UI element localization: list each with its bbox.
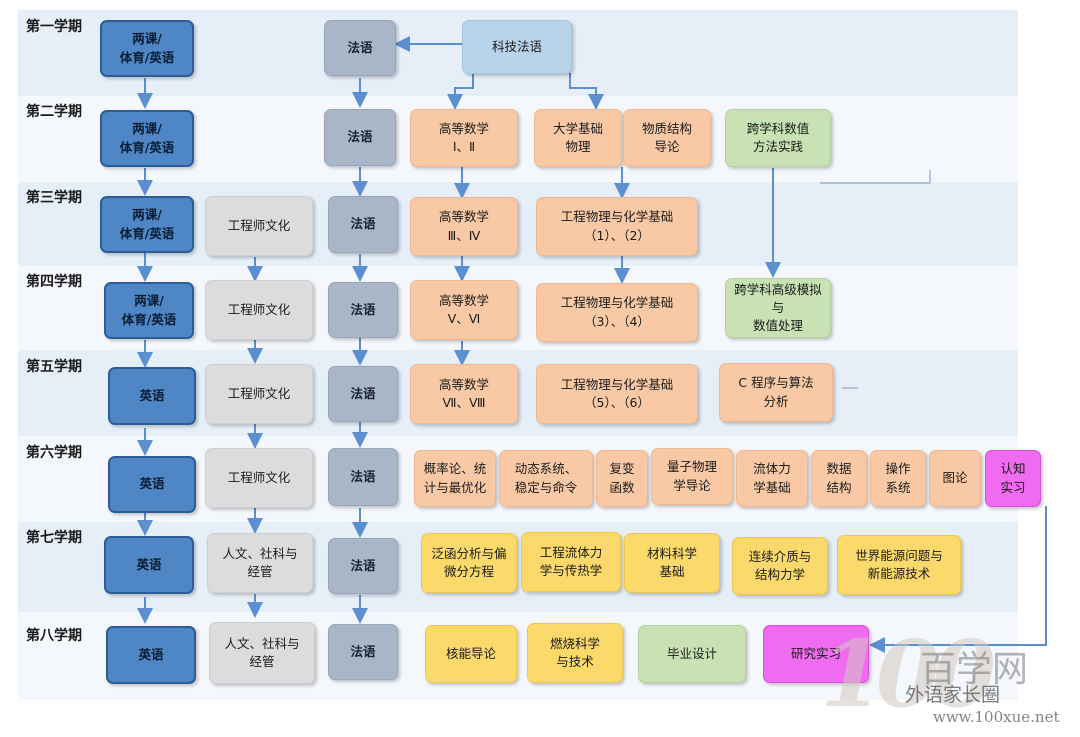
french-course-s4: 法语 bbox=[328, 282, 398, 338]
continuum-mechanics-course-s7: 连续介质与 结构力学 bbox=[732, 537, 828, 595]
french-course-s6: 法语 bbox=[328, 448, 398, 506]
culture-course-s6: 工程师文化 bbox=[205, 448, 313, 508]
fluid-heat-course-s7: 工程流体力 学与传热学 bbox=[521, 532, 621, 592]
operating-systems-course-s6: 操作 系统 bbox=[870, 450, 926, 507]
watermark-logo-number: 100 bbox=[820, 620, 996, 728]
french-course-s8: 法语 bbox=[328, 624, 398, 680]
french-course-s2: 法语 bbox=[324, 109, 396, 166]
math-course-s4: 高等数学 Ⅴ、Ⅵ bbox=[410, 280, 518, 340]
semester-label-8: 第八学期 bbox=[26, 628, 82, 644]
cognitive-internship-course-s6: 认知 实习 bbox=[985, 450, 1041, 507]
semester-label-7: 第七学期 bbox=[26, 530, 82, 546]
eng-phys-course-s4: 工程物理与化学基础 （3）、（4） bbox=[536, 283, 698, 342]
functional-analysis-course-s7: 泛函分析与偏 微分方程 bbox=[421, 533, 517, 593]
semester-label-2: 第二学期 bbox=[26, 104, 82, 120]
probability-course-s6: 概率论、统 计与最优化 bbox=[414, 450, 496, 507]
french-course-s3: 法语 bbox=[328, 196, 398, 253]
materials-science-course-s7: 材料科学 基础 bbox=[624, 533, 720, 593]
core-course-s7: 英语 bbox=[104, 536, 194, 594]
research-internship-course-s8: 研究实习 bbox=[763, 625, 869, 683]
core-course-s3: 两课/ 体育/英语 bbox=[100, 196, 194, 253]
complex-functions-course-s6: 复变 函数 bbox=[596, 450, 648, 507]
humanities-course-s8: 人文、社科与 经管 bbox=[209, 622, 315, 684]
culture-course-s5: 工程师文化 bbox=[205, 364, 313, 424]
physics-course-s2: 大学基础 物理 bbox=[534, 109, 622, 167]
humanities-course-s7: 人文、社科与 经管 bbox=[207, 533, 313, 593]
graph-theory-course-s6: 图论 bbox=[929, 450, 981, 507]
culture-course-s4: 工程师文化 bbox=[205, 280, 313, 340]
math-course-s5: 高等数学 Ⅶ、Ⅷ bbox=[410, 364, 518, 424]
core-course-s4: 两课/ 体育/英语 bbox=[104, 282, 194, 339]
thesis-course-s8: 毕业设计 bbox=[638, 625, 746, 683]
core-course-s5: 英语 bbox=[108, 367, 196, 425]
semester-label-4: 第四学期 bbox=[26, 274, 82, 290]
watermark-brand: 百学网 bbox=[920, 649, 1029, 690]
watermark-url: www.100xue.net bbox=[933, 708, 1060, 726]
core-course-s1: 两课/ 体育/英语 bbox=[100, 20, 194, 77]
eng-phys-course-s5: 工程物理与化学基础 （5）、（6） bbox=[536, 364, 698, 424]
numerics-course-s2: 跨学科数值 方法实践 bbox=[725, 109, 831, 167]
math-course-s3: 高等数学 Ⅲ、Ⅳ bbox=[410, 197, 518, 256]
structure-course-s2: 物质结构 导论 bbox=[623, 109, 711, 167]
watermark-wechat: 外语家长圈 bbox=[905, 684, 1001, 706]
culture-course-s3: 工程师文化 bbox=[205, 196, 313, 256]
nuclear-energy-course-s8: 核能导论 bbox=[425, 625, 517, 683]
tech-french-course: 科技法语 bbox=[462, 20, 572, 74]
fluid-mechanics-course-s6: 流体力 学基础 bbox=[736, 450, 808, 507]
combustion-course-s8: 燃烧科学 与技术 bbox=[527, 623, 623, 683]
core-course-s2: 两课/ 体育/英语 bbox=[100, 110, 194, 167]
semester-label-6: 第六学期 bbox=[26, 445, 82, 461]
energy-course-s7: 世界能源问题与 新能源技术 bbox=[837, 535, 961, 595]
c-programming-course-s5: C 程序与算法 分析 bbox=[719, 363, 833, 422]
core-course-s6: 英语 bbox=[108, 456, 196, 513]
semester-label-5: 第五学期 bbox=[26, 359, 82, 375]
french-course-s1: 法语 bbox=[324, 20, 396, 76]
eng-phys-course-s3: 工程物理与化学基础 （1）、（2） bbox=[536, 197, 698, 256]
french-course-s5: 法语 bbox=[328, 366, 398, 422]
french-course-s7: 法语 bbox=[328, 538, 398, 594]
simulation-course-s4: 跨学科高级模拟与 数值处理 bbox=[725, 278, 831, 338]
dynamic-systems-course-s6: 动态系统、 稳定与命令 bbox=[499, 450, 593, 507]
quantum-physics-course-s6: 量子物理 学导论 bbox=[651, 448, 733, 505]
semester-label-1: 第一学期 bbox=[26, 19, 82, 35]
math-course-s2: 高等数学 Ⅰ、Ⅱ bbox=[410, 109, 518, 167]
semester-label-3: 第三学期 bbox=[26, 190, 82, 206]
core-course-s8: 英语 bbox=[106, 626, 196, 684]
data-structures-course-s6: 数据 结构 bbox=[811, 450, 867, 507]
